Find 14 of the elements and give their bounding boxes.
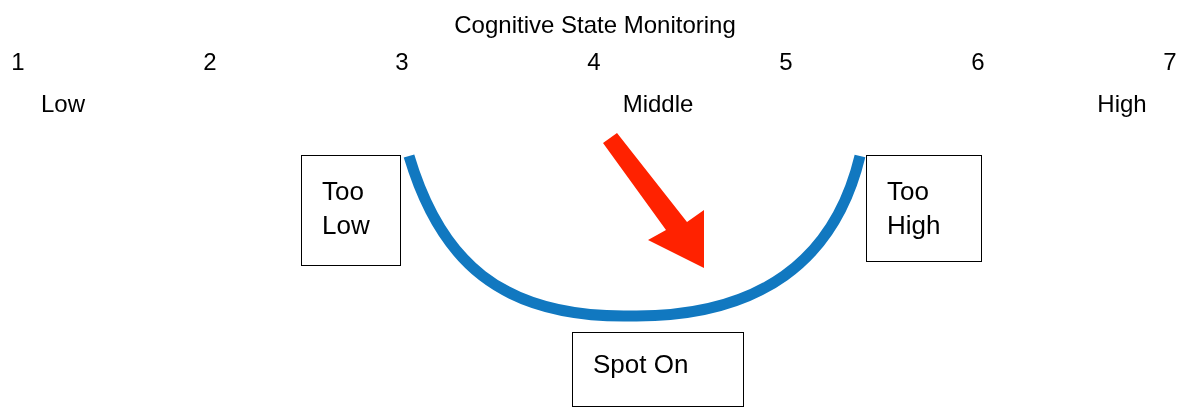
state-box: Too Low — [301, 155, 401, 266]
scale-label: Middle — [622, 90, 694, 118]
diagram-title: Cognitive State Monitoring — [454, 11, 736, 39]
state-box: Too High — [866, 155, 982, 262]
scale-label: Low — [41, 90, 85, 118]
scale-number: 6 — [971, 48, 985, 76]
scale-number: 2 — [203, 48, 217, 76]
scale-number: 7 — [1163, 48, 1177, 76]
scale-number: 4 — [587, 48, 601, 76]
scale-label: High — [1097, 90, 1147, 118]
scale-number: 3 — [395, 48, 409, 76]
scale-number: 1 — [11, 48, 25, 76]
state-box: Spot On — [572, 332, 744, 407]
scale-number: 5 — [779, 48, 793, 76]
